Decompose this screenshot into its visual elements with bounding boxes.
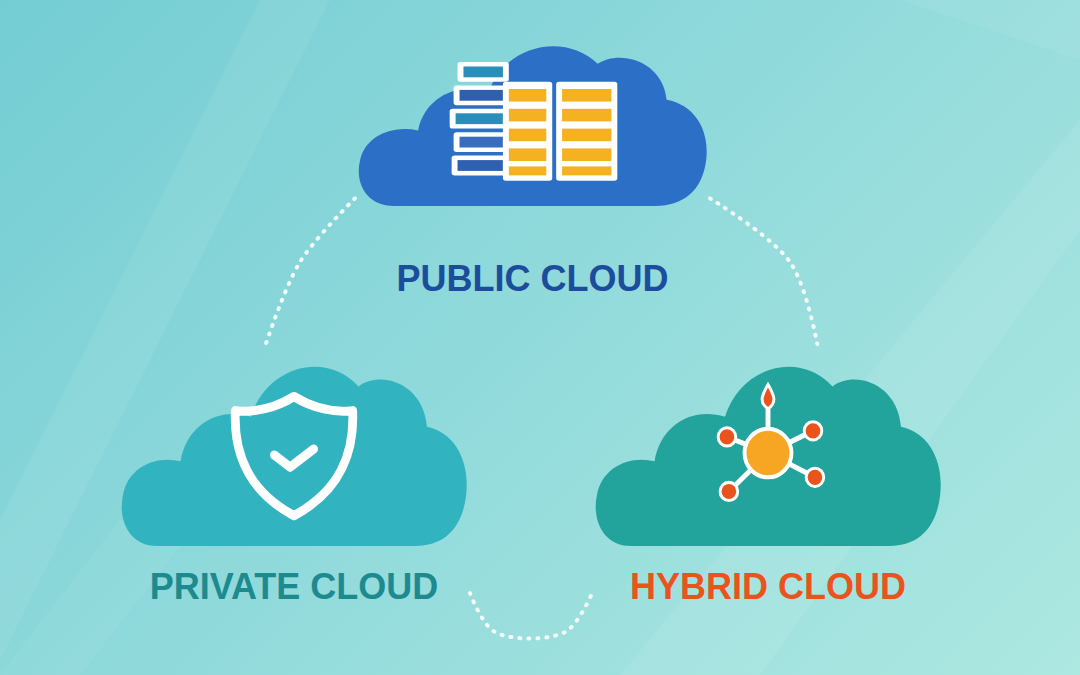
dotted-connector xyxy=(470,593,592,638)
cloud-label: HYBRID CLOUD xyxy=(592,566,944,607)
cloud-shape xyxy=(355,26,710,206)
dotted-connector xyxy=(266,198,355,344)
public-cloud: PUBLIC CLOUD xyxy=(355,26,710,304)
dotted-connector xyxy=(710,198,817,344)
cloud-label: PRIVATE CLOUD xyxy=(118,566,470,607)
cloud-label-group: PRIVATE CLOUD xyxy=(118,566,470,607)
cloud-label-group: HYBRID CLOUD xyxy=(592,566,944,607)
cloud-shape xyxy=(592,344,944,546)
hybrid-cloud: HYBRID CLOUD xyxy=(592,344,944,612)
cloud-label-group: PUBLIC CLOUD xyxy=(355,258,710,299)
private-cloud: PRIVATE CLOUD xyxy=(118,344,470,612)
cloud-shape xyxy=(118,344,470,546)
cloud-label: PUBLIC CLOUD xyxy=(355,258,710,299)
